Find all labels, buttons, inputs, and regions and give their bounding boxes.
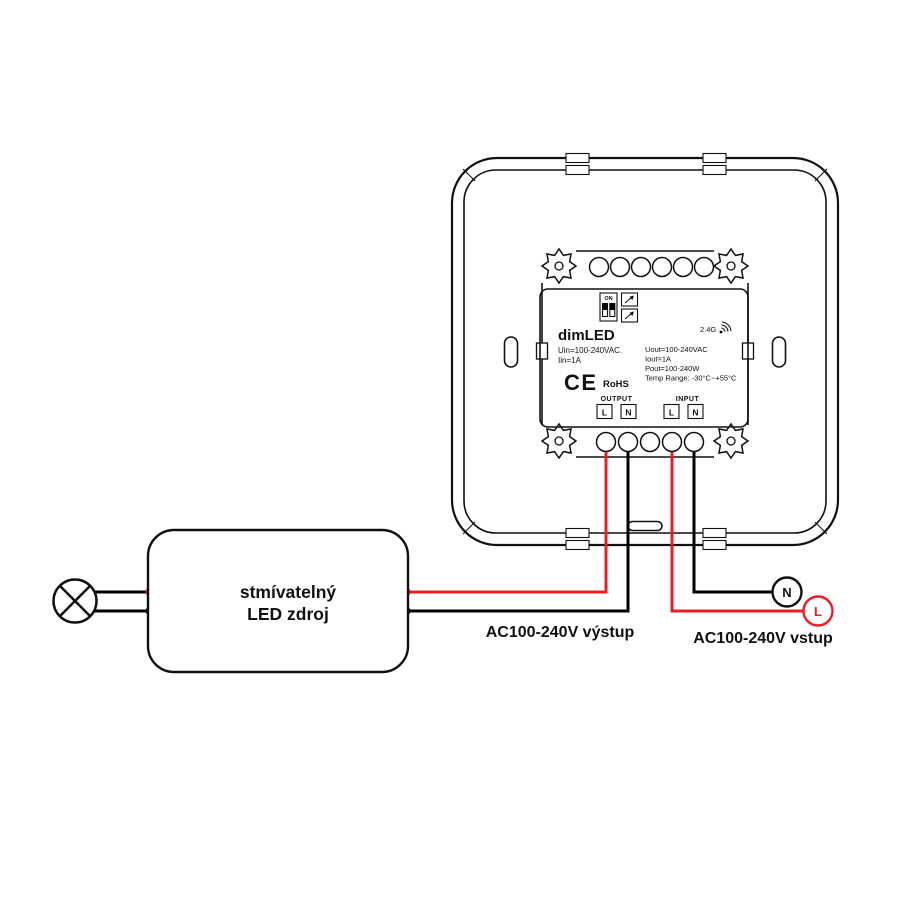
wire-output-live — [408, 452, 608, 594]
screw-mount-icon — [713, 423, 749, 459]
lamp-cross-2 — [58, 584, 92, 618]
label-plate-outline — [539, 288, 749, 428]
mains-live-letter: L — [814, 604, 822, 619]
wire-input-neutral — [692, 452, 772, 594]
plate-tab — [702, 164, 727, 176]
terminal-box-output-l — [596, 403, 613, 420]
mains-neutral-letter: N — [782, 585, 791, 600]
psu-label-line2: LED zdroj — [247, 604, 329, 624]
top-terminal-hole — [651, 256, 673, 278]
psu-box-outline — [146, 528, 410, 674]
terminal-letter-input-l: L — [669, 408, 674, 418]
wall-plate-inner — [463, 169, 827, 534]
arrow-box-2 — [620, 308, 639, 323]
dip-switch-icon: ON — [599, 292, 618, 322]
bottom-terminal-hole — [639, 431, 661, 453]
terminal-letter-output-l: L — [602, 408, 607, 418]
dip-switch-body — [599, 292, 618, 322]
mains-live-terminal — [802, 595, 834, 627]
plate-bottom-slot — [627, 520, 663, 532]
bracket-notch-left — [535, 342, 549, 360]
wiring — [93, 452, 803, 616]
wire-input-live — [670, 452, 803, 613]
terminal-letter-input-n: N — [692, 408, 698, 418]
mounting-bracket — [535, 248, 755, 459]
output-port-label: OUTPUT — [601, 396, 633, 403]
spec-uin: Uin=100-240VAC. — [558, 346, 622, 355]
plate-tab — [702, 539, 727, 551]
top-terminal-hole — [672, 256, 694, 278]
wall-plate-outer — [450, 156, 840, 547]
input-port-label: INPUT — [676, 396, 700, 403]
arrow-1-head — [629, 295, 634, 300]
dip-switch-1-knob — [602, 303, 608, 310]
ce-mark: CE — [564, 370, 598, 395]
input-wire-label: AC100-240V vstup — [693, 630, 833, 647]
spec-temp-range: Temp Range: -30°C~+55°C — [645, 374, 737, 383]
plate-tab — [565, 152, 590, 164]
screw-mount-icon — [713, 248, 749, 284]
wireless-label: 2.4G — [700, 325, 716, 334]
terminal-box-input-l — [663, 403, 680, 420]
plate-tab — [565, 539, 590, 551]
wifi-arc-1 — [721, 327, 726, 332]
output-wire-label: AC100-240V výstup — [486, 624, 635, 641]
plate-side-slot-right — [771, 336, 787, 368]
wire-output-neutral — [408, 452, 630, 613]
mains-terminals: N L — [771, 576, 834, 627]
rohs-label: RoHS — [603, 379, 629, 390]
top-terminal-hole — [693, 256, 715, 278]
plate-tab — [565, 527, 590, 539]
spec-pout: Pout=100-240W — [645, 364, 700, 373]
spec-iin: Iin=1A — [558, 356, 582, 365]
plate-tab — [702, 152, 727, 164]
spec-iout: Iout=1A — [645, 355, 671, 364]
bottom-terminal-hole-input-n — [683, 431, 705, 453]
arrow-2-head — [629, 311, 634, 316]
spec-uout: Uout=100-240VAC — [645, 345, 708, 354]
plate-corner-mark — [814, 168, 828, 182]
dip-switch-2-knob — [609, 303, 615, 310]
terminal-box-input-n — [687, 403, 704, 420]
plate-tab — [702, 527, 727, 539]
wifi-arc-3 — [721, 321, 732, 332]
top-terminal-hole — [630, 256, 652, 278]
plate-side-slot-left — [503, 336, 519, 368]
bottom-terminal-hole-output-l — [595, 431, 617, 453]
plate-corner-mark — [814, 521, 828, 535]
top-terminal-hole — [588, 256, 610, 278]
plate-tab — [565, 164, 590, 176]
top-terminal-hole — [609, 256, 631, 278]
arrow-box-1 — [620, 292, 639, 307]
psu-label-line1: stmívatelný — [240, 582, 337, 602]
screw-mount-icon — [541, 423, 577, 459]
lamp-icon — [52, 578, 98, 624]
bottom-terminal-hole-output-n — [617, 431, 639, 453]
wifi-icon — [719, 321, 732, 334]
psu-box: stmívatelný LED zdroj — [146, 528, 410, 674]
screw-mount-icon — [541, 248, 577, 284]
dip-on-label: ON — [604, 296, 612, 302]
device-label-plate: ON 2.4G dimLED Uin=100-240VAC. Iin=1A Uo… — [539, 288, 749, 428]
plate-corner-mark — [462, 168, 476, 182]
terminal-box-output-n — [620, 403, 637, 420]
adjust-arrows-icon — [620, 292, 639, 323]
brand-label: dimLED — [558, 327, 615, 344]
plate-corner-mark — [462, 521, 476, 535]
wifi-dot — [719, 330, 723, 334]
terminal-letter-output-n: N — [625, 408, 631, 418]
wifi-arc-2 — [721, 324, 729, 332]
bottom-terminal-hole-input-l — [661, 431, 683, 453]
mains-neutral-terminal — [771, 576, 803, 608]
